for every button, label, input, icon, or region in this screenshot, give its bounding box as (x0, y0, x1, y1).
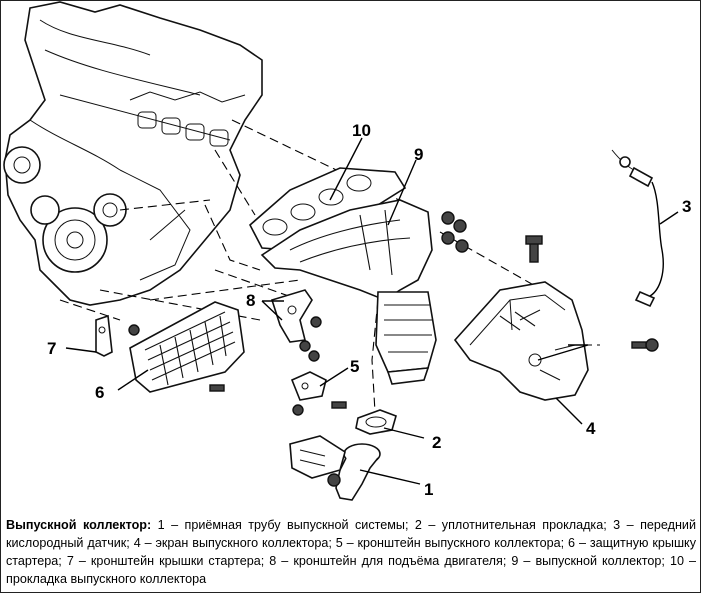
front-exhaust-pipe (289, 435, 381, 501)
figure-caption: Выпускной коллектор: 1 – приёмная трубу … (6, 516, 696, 588)
callout-9: 9 (414, 145, 423, 164)
callout-5: 5 (350, 357, 359, 376)
shield-bolts (525, 235, 659, 352)
exploded-view-diagram: 1 2 3 4 5 6 7 8 9 10 (3, 1, 691, 501)
callout-7: 7 (47, 339, 56, 358)
caption-text: 1 – приёмная трубу выпускной системы; 2 … (6, 518, 696, 586)
callout-8: 8 (246, 291, 255, 310)
lifting-bracket (270, 289, 322, 362)
callout-6: 6 (95, 383, 104, 402)
starter-cover-bracket (95, 314, 140, 357)
callout-4: 4 (586, 419, 596, 438)
caption-title: Выпускной коллектор: (6, 518, 152, 532)
leader-lines (65, 137, 679, 485)
callout-2: 2 (432, 433, 441, 452)
starter-cover (129, 301, 245, 393)
pipe-gasket (355, 409, 397, 435)
callout-10: 10 (352, 121, 371, 140)
manifold-nuts (441, 211, 469, 253)
callout-3: 3 (682, 197, 691, 216)
manifold-heat-shield (453, 281, 589, 401)
exhaust-manifold (260, 199, 437, 385)
manifold-bracket (290, 371, 347, 416)
callout-1: 1 (424, 480, 433, 499)
oxygen-sensor (611, 149, 664, 308)
callout-labels: 1 2 3 4 5 6 7 8 9 10 (47, 121, 691, 499)
engine-block (3, 1, 263, 306)
